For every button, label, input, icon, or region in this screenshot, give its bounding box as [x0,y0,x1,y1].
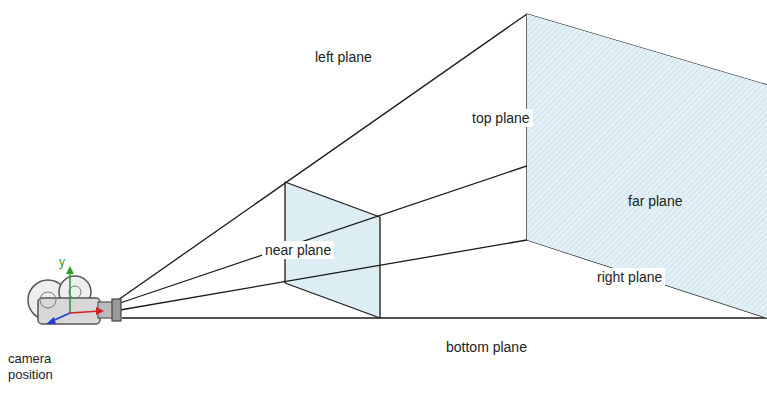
plane-label: right plane [594,268,665,286]
plane-label: left plane [312,48,375,66]
camera-icon [28,266,121,324]
plane-label: top plane [469,109,533,127]
camera-label: camera position [5,350,81,384]
plane-label: near plane [262,241,334,259]
frustum-lines [118,14,767,318]
plane-label: bottom plane [443,338,530,356]
axis-label: y [56,253,68,271]
plane-label: far plane [628,193,682,209]
